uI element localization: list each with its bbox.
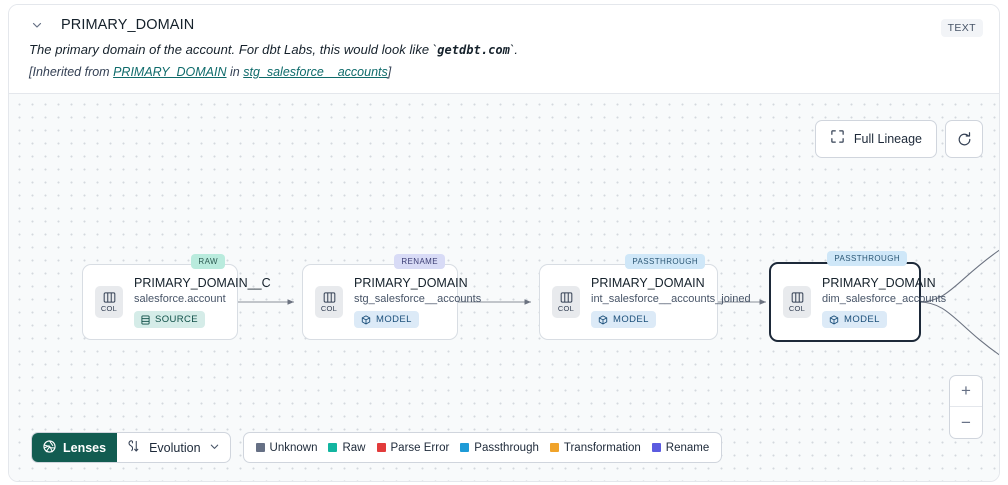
node-title: PRIMARY_DOMAIN: [822, 276, 936, 290]
inherited-mid: in: [226, 65, 244, 79]
full-lineage-button[interactable]: Full Lineage: [814, 120, 937, 158]
zoom-in-button[interactable]: +: [950, 376, 982, 407]
columns-icon: [560, 291, 572, 303]
lineage-node[interactable]: RAW COL PRIMARY_DOMAIN__C salesforce.acc…: [82, 254, 271, 340]
full-lineage-label: Full Lineage: [853, 132, 922, 146]
legend-swatch: [328, 443, 338, 452]
chevron-down-icon[interactable]: [29, 17, 45, 33]
lenses-button[interactable]: Lenses: [32, 433, 118, 462]
zoom-controls: + −: [949, 375, 983, 439]
node-kind-badge: MODEL: [354, 311, 419, 328]
panel-header: PRIMARY_DOMAIN TEXT The primary domain o…: [9, 5, 999, 93]
node-kind-badge: SOURCE: [134, 311, 206, 328]
description-suffix: `.: [509, 42, 518, 57]
node-kind-label: MODEL: [376, 314, 412, 325]
aperture-icon: [43, 439, 56, 456]
node-kind-label: MODEL: [844, 314, 880, 325]
node-transform-badge: PASSTHROUGH: [827, 251, 907, 266]
column-chip: COL: [95, 286, 123, 318]
columns-icon: [103, 291, 115, 303]
inherited-model-link[interactable]: stg_salesforce__accounts: [243, 65, 388, 79]
column-description: The primary domain of the account. For d…: [9, 33, 999, 57]
node-kind-label: MODEL: [613, 314, 649, 325]
column-chip: COL: [315, 286, 343, 318]
page-title: PRIMARY_DOMAIN: [61, 17, 195, 33]
cube-icon: [829, 314, 839, 325]
node-subtitle: dim_salesforce_accounts: [822, 293, 947, 305]
columns-icon: [791, 291, 803, 303]
legend-item: Transformation: [549, 441, 641, 454]
legend-label: Rename: [665, 441, 710, 454]
node-subtitle: int_salesforce__accounts_joined: [591, 293, 751, 305]
legend-label: Unknown: [269, 441, 318, 454]
column-chip: COL: [552, 286, 580, 318]
lenses-segment: Lenses Evolution: [31, 432, 231, 463]
column-chip-label: COL: [788, 303, 806, 313]
canvas-top-controls: Full Lineage: [814, 120, 983, 158]
node-body: PRIMARY_DOMAIN int_salesforce__accounts_…: [580, 276, 751, 328]
node-kind-label: SOURCE: [155, 314, 199, 325]
chevron-down-icon: [209, 441, 220, 455]
legend-item: Rename: [651, 441, 710, 454]
status-badge: TEXT: [940, 19, 983, 37]
legend-label: Raw: [342, 441, 366, 454]
lineage-node-selected[interactable]: PASSTHROUGH COL PRIMARY_DOMAIN dim_sales…: [769, 251, 946, 342]
description-prefix: The primary domain of the account. For d…: [29, 42, 438, 57]
lineage-node[interactable]: PASSTHROUGH COL PRIMARY_DOMAIN int_sales…: [539, 254, 751, 340]
database-icon: [141, 315, 150, 324]
node-transform-badge: PASSTHROUGH: [625, 254, 705, 269]
node-subtitle: stg_salesforce__accounts: [354, 293, 482, 305]
legend-swatch: [460, 443, 470, 452]
zoom-out-button[interactable]: −: [961, 412, 971, 432]
legend-label: Transformation: [563, 441, 641, 454]
legend-label: Passthrough: [474, 441, 539, 454]
column-lineage-panel: PRIMARY_DOMAIN TEXT The primary domain o…: [8, 4, 1000, 482]
expand-icon: [830, 129, 845, 149]
node-transform-badge: RAW: [191, 254, 225, 269]
legend-swatch: [651, 443, 661, 452]
node-title: PRIMARY_DOMAIN: [591, 276, 705, 290]
inherited-suffix: ]: [387, 65, 392, 79]
evolution-label: Evolution: [149, 440, 201, 455]
legend-label: Parse Error: [390, 441, 450, 454]
legend-item: Raw: [328, 441, 366, 454]
node-kind-badge: MODEL: [822, 311, 887, 328]
transform-legend: Unknown Raw Parse Error Passthrough Tran…: [242, 432, 723, 463]
cube-icon: [598, 314, 608, 325]
node-transform-badge: RENAME: [394, 254, 445, 269]
node-title: PRIMARY_DOMAIN: [354, 276, 468, 290]
evolution-dropdown[interactable]: Evolution: [117, 433, 229, 462]
evolution-icon: [127, 439, 141, 457]
refresh-icon[interactable]: [945, 120, 983, 158]
legend-item: Unknown: [255, 441, 318, 454]
legend-item: Passthrough: [460, 442, 539, 454]
lenses-label: Lenses: [63, 440, 107, 455]
node-body: PRIMARY_DOMAIN stg_salesforce__accounts …: [343, 276, 481, 328]
legend-item: Parse Error: [376, 441, 450, 454]
node-kind-badge: MODEL: [591, 311, 656, 328]
columns-icon: [323, 291, 335, 303]
node-subtitle: salesforce.account: [134, 293, 226, 305]
column-chip-label: COL: [320, 303, 338, 313]
lineage-node[interactable]: RENAME COL PRIMARY_DOMAIN stg_salesforce…: [302, 254, 481, 340]
inherited-from-note: [Inherited from PRIMARY_DOMAIN in stg_sa…: [9, 57, 999, 79]
column-chip-label: COL: [100, 303, 118, 313]
node-title: PRIMARY_DOMAIN__C: [134, 276, 271, 290]
inherited-column-link[interactable]: PRIMARY_DOMAIN: [113, 65, 227, 79]
node-body: PRIMARY_DOMAIN__C salesforce.account SOU…: [123, 276, 271, 328]
description-code: getdbt.com: [437, 43, 510, 57]
column-chip-label: COL: [557, 303, 575, 313]
column-chip: COL: [783, 286, 811, 318]
legend-swatch: [376, 443, 386, 452]
lineage-canvas[interactable]: Full Lineage + − RAW CO: [9, 93, 999, 481]
lineage-edges: [238, 249, 999, 356]
header-title-row: PRIMARY_DOMAIN: [9, 5, 999, 33]
cube-icon: [361, 314, 371, 325]
legend-swatch: [255, 443, 265, 452]
node-body: PRIMARY_DOMAIN dim_salesforce_accounts M…: [811, 276, 946, 328]
legend-swatch: [549, 443, 559, 452]
inherited-prefix: [Inherited from: [29, 65, 114, 79]
canvas-bottom-bar: Lenses Evolution: [31, 432, 723, 463]
